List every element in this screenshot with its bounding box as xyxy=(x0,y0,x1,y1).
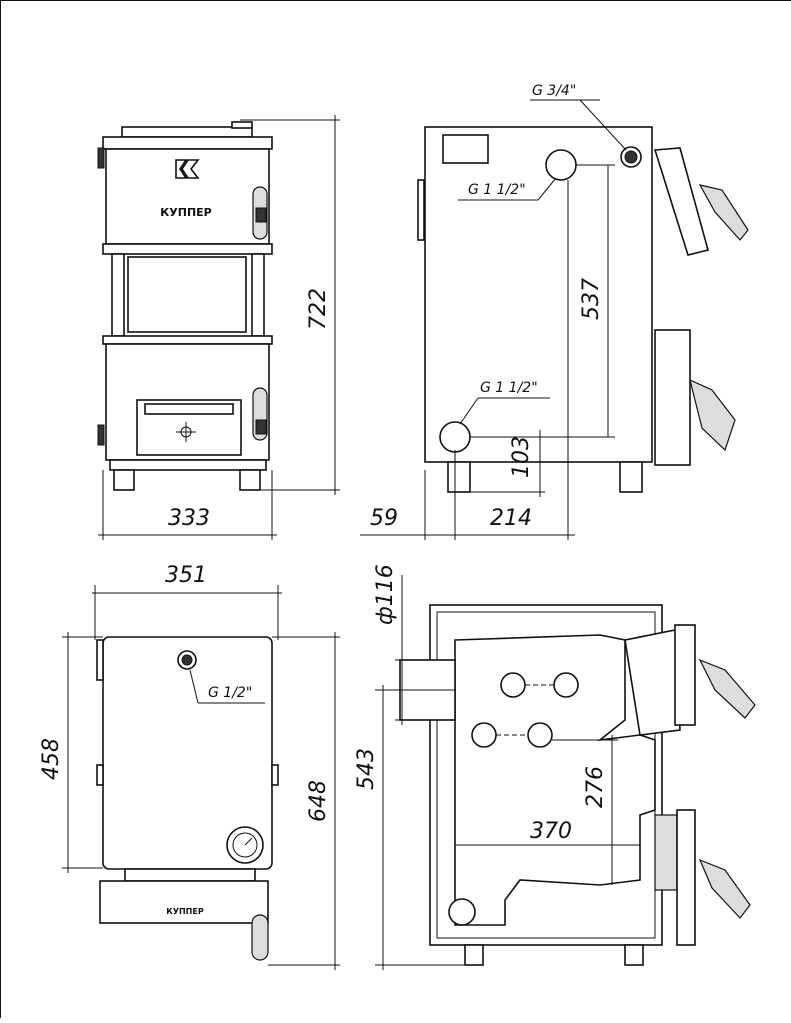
dim-103: 103 xyxy=(509,436,534,478)
back-view: КУППЕР G 1/2" 351 458 648 xyxy=(39,563,340,970)
side-view: 537 103 59 214 G 3/4" G 1 1/2" G 1 1/2" xyxy=(360,83,749,540)
label-g34: G 3/4" xyxy=(532,83,576,99)
leg xyxy=(624,944,644,966)
front-view: КУППЕР 722 333 xyxy=(97,115,340,540)
upper-front-panel xyxy=(105,148,270,245)
dim-116: ф116 xyxy=(373,564,398,625)
dim-458: 458 xyxy=(39,738,64,780)
dim-543: 543 xyxy=(354,748,379,790)
label-g112-bottom: G 1 1/2" xyxy=(480,380,538,396)
dim-59: 59 xyxy=(370,506,398,531)
logo-text: КУППЕР xyxy=(160,206,211,219)
pipe-top-large xyxy=(545,149,577,181)
combustion-chamber xyxy=(454,634,656,926)
dim-214: 214 xyxy=(490,506,532,531)
dim-648: 648 xyxy=(306,780,331,822)
handle-icon xyxy=(698,184,749,241)
lower-door xyxy=(654,329,736,466)
handle-icon xyxy=(698,858,751,919)
dim-370: 370 xyxy=(530,819,572,844)
ash-door xyxy=(136,399,242,456)
label-g112-top: G 1 1/2" xyxy=(468,182,526,198)
dim-537: 537 xyxy=(579,278,604,320)
leg xyxy=(447,461,471,493)
handle-icon xyxy=(698,658,756,719)
dim-width-333: 333 xyxy=(168,506,210,531)
dim-351: 351 xyxy=(165,563,207,588)
logo-icon: КУППЕР xyxy=(160,159,212,219)
leg xyxy=(239,469,261,491)
upper-door xyxy=(653,147,749,256)
door-handle-icon xyxy=(252,186,268,441)
leg xyxy=(113,469,135,491)
pipe-bottom xyxy=(439,421,471,453)
leg xyxy=(619,461,643,493)
loading-door xyxy=(624,629,681,736)
dim-276: 276 xyxy=(583,766,608,808)
handle-icon xyxy=(251,914,269,961)
handle-icon xyxy=(689,378,736,452)
logo-text: КУППЕР xyxy=(166,907,204,916)
dim-height-722: 722 xyxy=(306,288,331,330)
section-view: ф116 543 276 370 xyxy=(354,564,756,970)
leg xyxy=(464,944,484,966)
label-g12: G 1/2" xyxy=(208,685,252,701)
